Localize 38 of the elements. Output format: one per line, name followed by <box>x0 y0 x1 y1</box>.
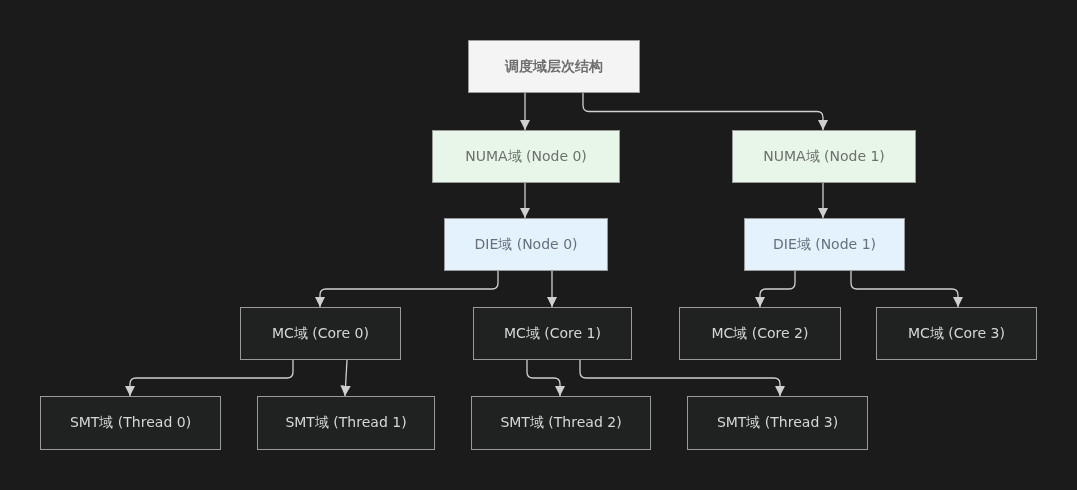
arrow <box>754 270 796 308</box>
arrow <box>124 359 294 397</box>
die-domain-box <box>744 218 905 271</box>
smt-domain-box <box>40 396 221 450</box>
node-label: MC域 (Core 1) <box>504 324 601 343</box>
numa-domain-box <box>732 130 916 183</box>
arrow <box>582 92 829 131</box>
arrow <box>850 270 964 308</box>
node-label: SMT域 (Thread 1) <box>285 414 407 432</box>
node-label: NUMA域 (Node 0) <box>465 147 587 166</box>
arrow <box>519 92 531 131</box>
arrow <box>579 359 786 397</box>
title-box <box>468 40 640 93</box>
mc-domain-box <box>876 307 1037 360</box>
node-label: MC域 (Core 3) <box>908 324 1005 343</box>
arrow <box>817 182 829 219</box>
node-label: SMT域 (Thread 2) <box>500 414 622 432</box>
arrow <box>519 182 531 219</box>
node-label: SMT域 (Thread 3) <box>716 414 839 432</box>
node-label: MC域 (Core 0) <box>272 324 369 343</box>
smt-domain-box <box>687 396 868 450</box>
arrow <box>340 359 351 397</box>
arrow <box>314 270 499 308</box>
smt-domain-box <box>257 396 435 450</box>
arrow <box>526 359 566 397</box>
arrow <box>546 270 558 308</box>
node-label: DIE域 (Node 1) <box>773 235 876 254</box>
node-label: MC域 (Core 2) <box>711 324 809 343</box>
smt-domain-box <box>471 396 651 450</box>
die-domain-box <box>444 218 608 271</box>
mc-domain-box <box>240 307 401 360</box>
numa-domain-box <box>432 130 620 183</box>
node-label: 调度域层次结构 <box>505 57 603 76</box>
node-label: DIE域 (Node 0) <box>474 235 578 254</box>
node-label: SMT域 (Thread 0) <box>69 414 192 432</box>
mc-domain-box <box>679 307 841 360</box>
node-label: NUMA域 (Node 1) <box>763 147 885 166</box>
mc-domain-box <box>473 307 632 360</box>
